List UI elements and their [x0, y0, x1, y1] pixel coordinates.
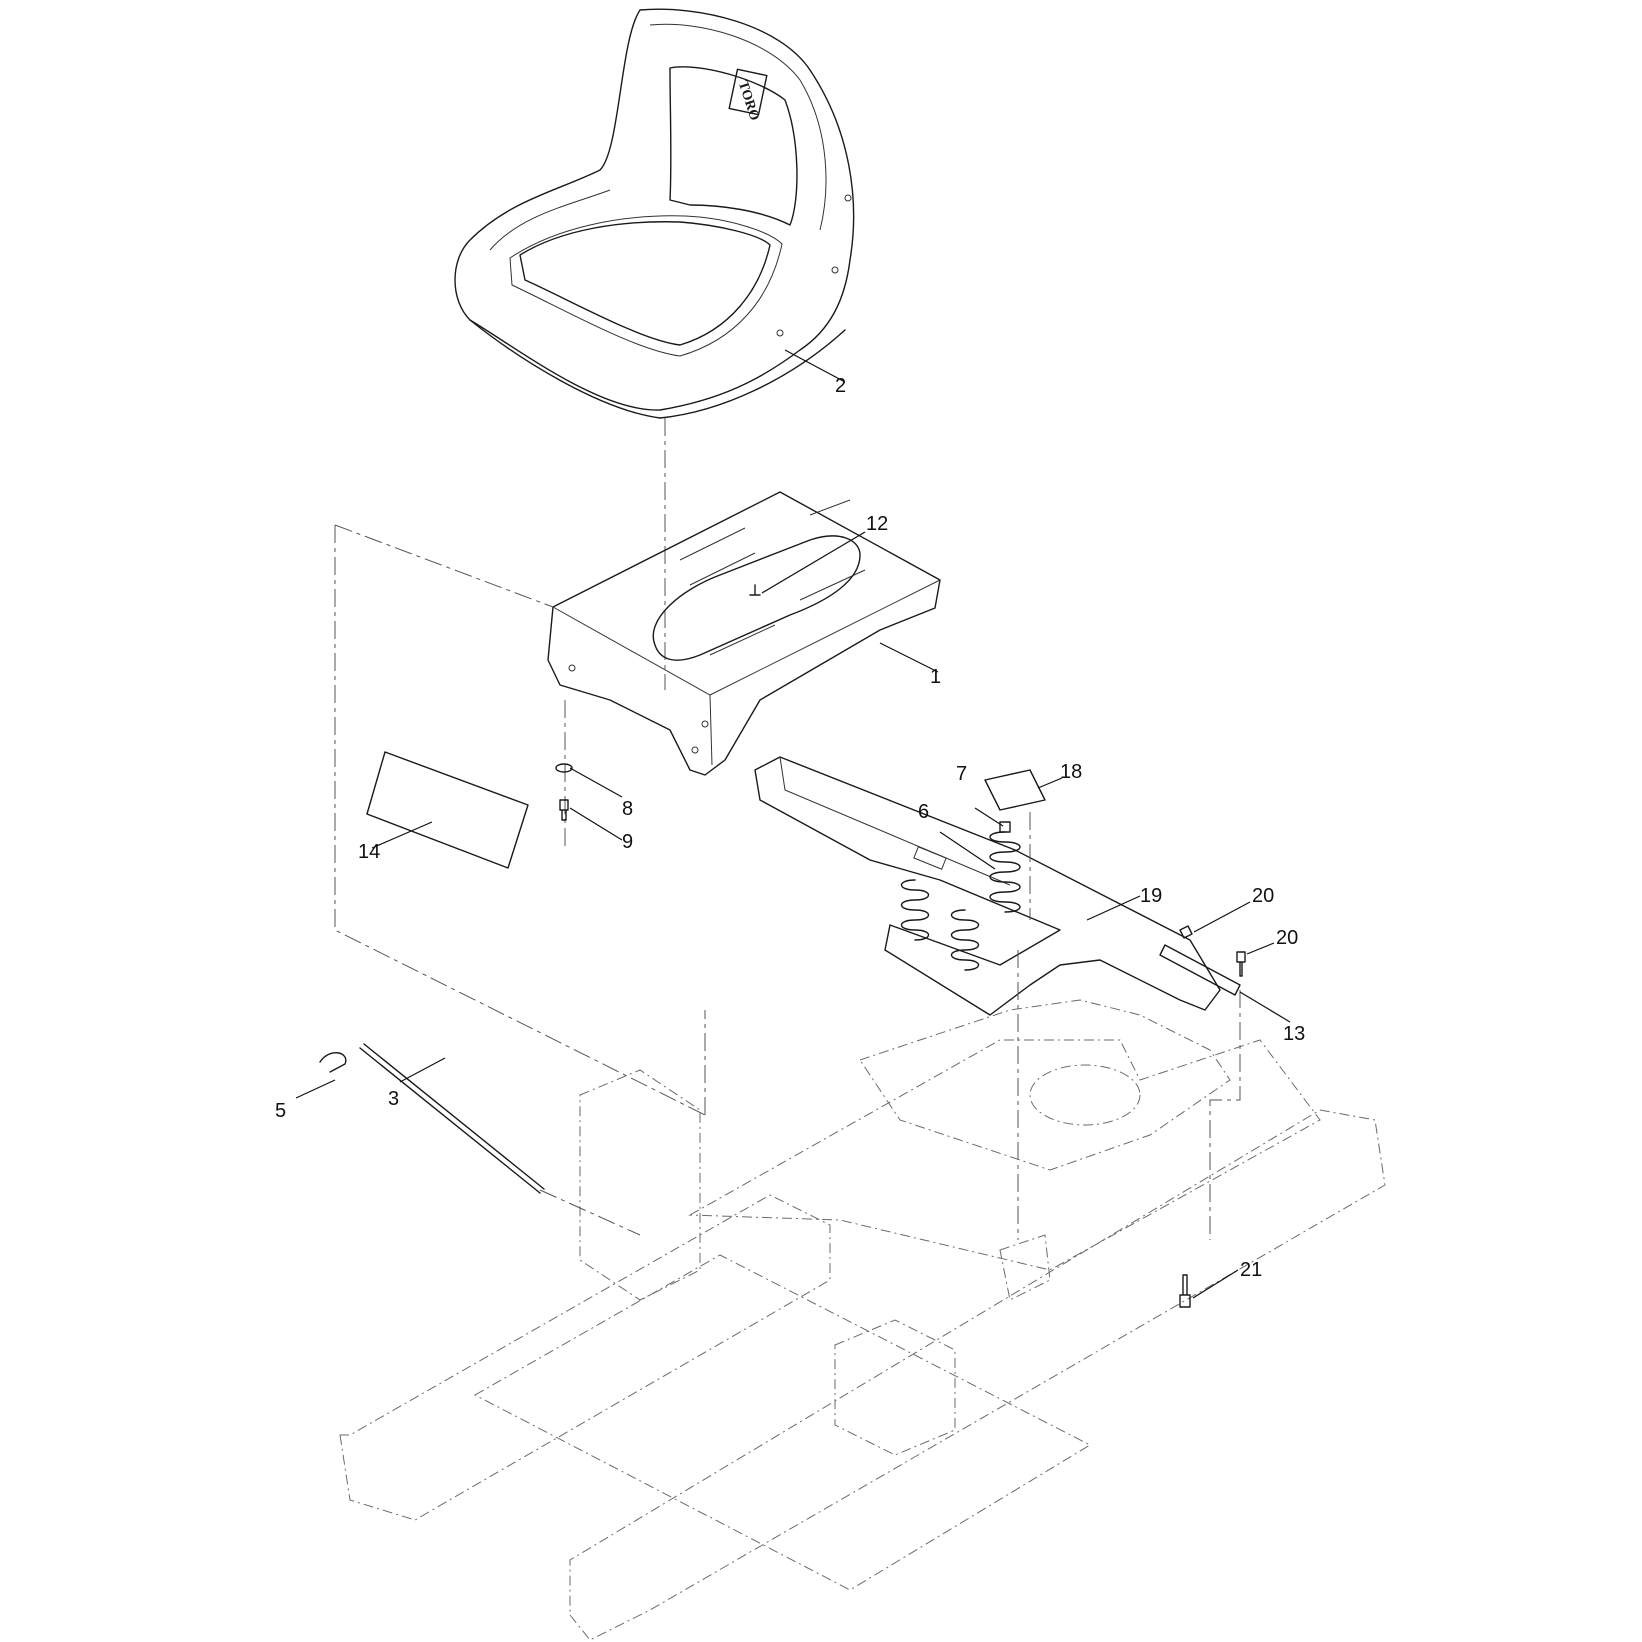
- callout-9: 9: [622, 831, 633, 853]
- bolt-21: [1179, 1274, 1191, 1308]
- seat: TORO: [454, 8, 855, 419]
- bolt-20a: [1179, 925, 1193, 939]
- callout-19: 19: [1140, 885, 1162, 907]
- callout-20-upper: 20: [1252, 885, 1274, 907]
- callout-18: 18: [1060, 761, 1082, 783]
- pin-centerline: [539, 1189, 641, 1236]
- seat-logo-badge: [728, 68, 768, 116]
- pan-phantom-side: [334, 525, 706, 1116]
- pin-clip: [319, 1052, 347, 1073]
- callout-3: 3: [388, 1088, 399, 1110]
- spring-front: [989, 831, 1021, 913]
- pin-rod: [359, 1043, 545, 1194]
- decal-small: [984, 769, 1046, 811]
- decal: [366, 751, 529, 869]
- seat-pan: [547, 491, 941, 776]
- callout-5: 5: [275, 1100, 286, 1122]
- washer: [555, 763, 573, 773]
- seat-logo-text: TORO: [735, 79, 762, 123]
- callout-21: 21: [1240, 1259, 1262, 1281]
- bolt-20b: [1236, 951, 1246, 977]
- callout-20-lower: 20: [1276, 927, 1298, 949]
- callout-7: 7: [956, 763, 967, 785]
- suspension-assembly: [754, 756, 1221, 1016]
- callout-2: 2: [835, 375, 846, 397]
- spring-nut: [999, 821, 1011, 833]
- callout-8: 8: [622, 798, 633, 820]
- pan-phantom-top: [334, 524, 554, 608]
- spring-rear-left: [900, 879, 930, 941]
- bracket-centerline: [1209, 990, 1241, 1240]
- callout-6: 6: [918, 801, 929, 823]
- seat-pan-bolt: [749, 584, 761, 596]
- leader-lines: [295, 349, 1291, 1299]
- spring-rear-right: [950, 909, 980, 971]
- callout-12: 12: [866, 513, 888, 535]
- bolt-small: [559, 799, 569, 821]
- callout-1: 1: [930, 666, 941, 688]
- frame-ghost: [339, 999, 1386, 1641]
- callout-14: 14: [358, 841, 380, 863]
- callout-13: 13: [1283, 1023, 1305, 1045]
- bracket: [1159, 944, 1241, 996]
